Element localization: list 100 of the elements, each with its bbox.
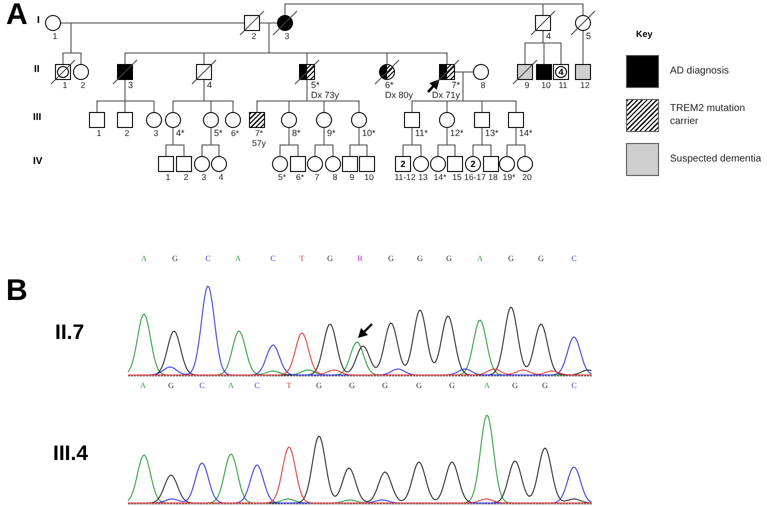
female-symbol: [194, 156, 210, 172]
base-call: A: [484, 382, 490, 390]
base-call: C: [571, 255, 577, 263]
individual-label: 4*: [176, 129, 185, 138]
proband-arrow: [427, 79, 440, 93]
individual-label: 1: [62, 81, 68, 90]
individual-label: 10*: [362, 129, 376, 138]
legend-label: AD diagnosis: [670, 64, 730, 78]
female-symbol: [499, 156, 515, 172]
male-symbol: [508, 112, 524, 128]
individual-label: 12*: [450, 129, 464, 138]
individual-label: 4: [546, 32, 552, 41]
individual-label: Dx 73y: [311, 91, 340, 100]
individual-label: 8: [332, 173, 338, 182]
male-symbol: [447, 156, 463, 172]
base-call: G: [416, 382, 422, 390]
base-call: A: [235, 255, 241, 263]
legend-label: TREM2 mutation carrier: [670, 102, 746, 128]
individual-label: 12: [580, 81, 590, 90]
individual-label: 3: [128, 81, 134, 90]
female-symbol: [165, 112, 181, 128]
panel-letter: A: [6, 0, 28, 30]
individual-label: 2: [252, 32, 256, 40]
female-symbol: [351, 112, 367, 128]
base-call: G: [508, 255, 514, 263]
base-call: C: [270, 255, 276, 263]
sample-label: II.7: [55, 322, 84, 343]
descent-line: [204, 80, 234, 112]
individual-label: 7*: [451, 81, 460, 90]
male-symbol: [575, 64, 591, 80]
male-symbol: [342, 156, 358, 172]
base-call: R: [357, 255, 363, 263]
descent-line: [324, 128, 334, 156]
male-symbol: [474, 112, 490, 128]
base-call: G: [327, 255, 333, 263]
base-call: G: [388, 255, 394, 263]
descent-line: [124, 80, 154, 112]
individual-label: 57y: [252, 139, 266, 148]
descent-line: [412, 128, 422, 156]
descent-line: [358, 128, 368, 156]
descent-line: [306, 80, 360, 112]
individual-label: Dx 80y: [385, 91, 414, 100]
descent-line: [288, 128, 298, 156]
male-symbol: [483, 156, 499, 172]
female-symbol: [430, 156, 446, 172]
female-symbol: [316, 112, 332, 128]
base-call: G: [446, 255, 452, 263]
base-call: C: [199, 382, 205, 390]
individual-label: 18: [488, 173, 498, 182]
individual-label: 9*: [327, 129, 336, 138]
individual-label: 1: [52, 32, 58, 40]
individual-label: 11-12: [394, 173, 416, 182]
individual-label: 5*: [278, 173, 286, 182]
female-symbol: [225, 112, 241, 128]
individual-label: 1: [96, 129, 102, 138]
individual-label: 6*: [296, 173, 304, 182]
base-call: G: [542, 382, 548, 390]
female-symbol: [73, 64, 89, 80]
individual-label: 10: [541, 81, 551, 90]
individual-label: 7*: [254, 129, 264, 138]
individual-label: 8: [480, 81, 486, 90]
individual-label: 10: [364, 173, 374, 182]
descent-line: [172, 128, 184, 156]
base-call: A: [228, 382, 234, 390]
male-symbol: [158, 156, 174, 172]
individual-label: 5: [586, 32, 592, 41]
panel-letter: B: [6, 276, 28, 306]
female-symbol: [211, 156, 227, 172]
individual-label: 9: [350, 173, 354, 182]
individual-label: 20: [522, 173, 532, 182]
generation-label: III: [33, 113, 42, 123]
individual-label: 8*: [292, 129, 301, 138]
base-call: C: [571, 382, 577, 390]
sample-label: III.4: [53, 443, 88, 464]
descent-line: [482, 128, 492, 156]
female-symbol: [413, 156, 429, 172]
individual-count: 2: [470, 160, 476, 168]
male-symbol: [395, 156, 411, 172]
female-symbol: [473, 64, 489, 80]
individual-label: 6*: [230, 129, 240, 138]
male-symbol: [117, 112, 133, 128]
generation-label: I: [37, 16, 40, 26]
legend-label: Suspected dementia: [670, 152, 762, 166]
base-call: T: [286, 382, 292, 390]
individual-label: 3: [284, 32, 290, 40]
individual-label: 16-17: [464, 173, 486, 182]
male-symbol: [404, 112, 420, 128]
base-call: A: [141, 255, 147, 263]
base-call: G: [349, 382, 355, 390]
generation-label: II: [34, 65, 40, 75]
individual-count: 4: [558, 68, 564, 76]
individual-label: 14*: [519, 129, 533, 138]
female-symbol: [281, 112, 297, 128]
individual-label: 2: [80, 81, 86, 90]
individual-label: 6*: [385, 81, 394, 90]
individual-label: 2: [124, 129, 130, 138]
base-call: C: [205, 255, 211, 263]
key-title: Key: [636, 30, 653, 39]
individual-label: 13*: [485, 129, 499, 138]
base-call: A: [477, 255, 483, 263]
